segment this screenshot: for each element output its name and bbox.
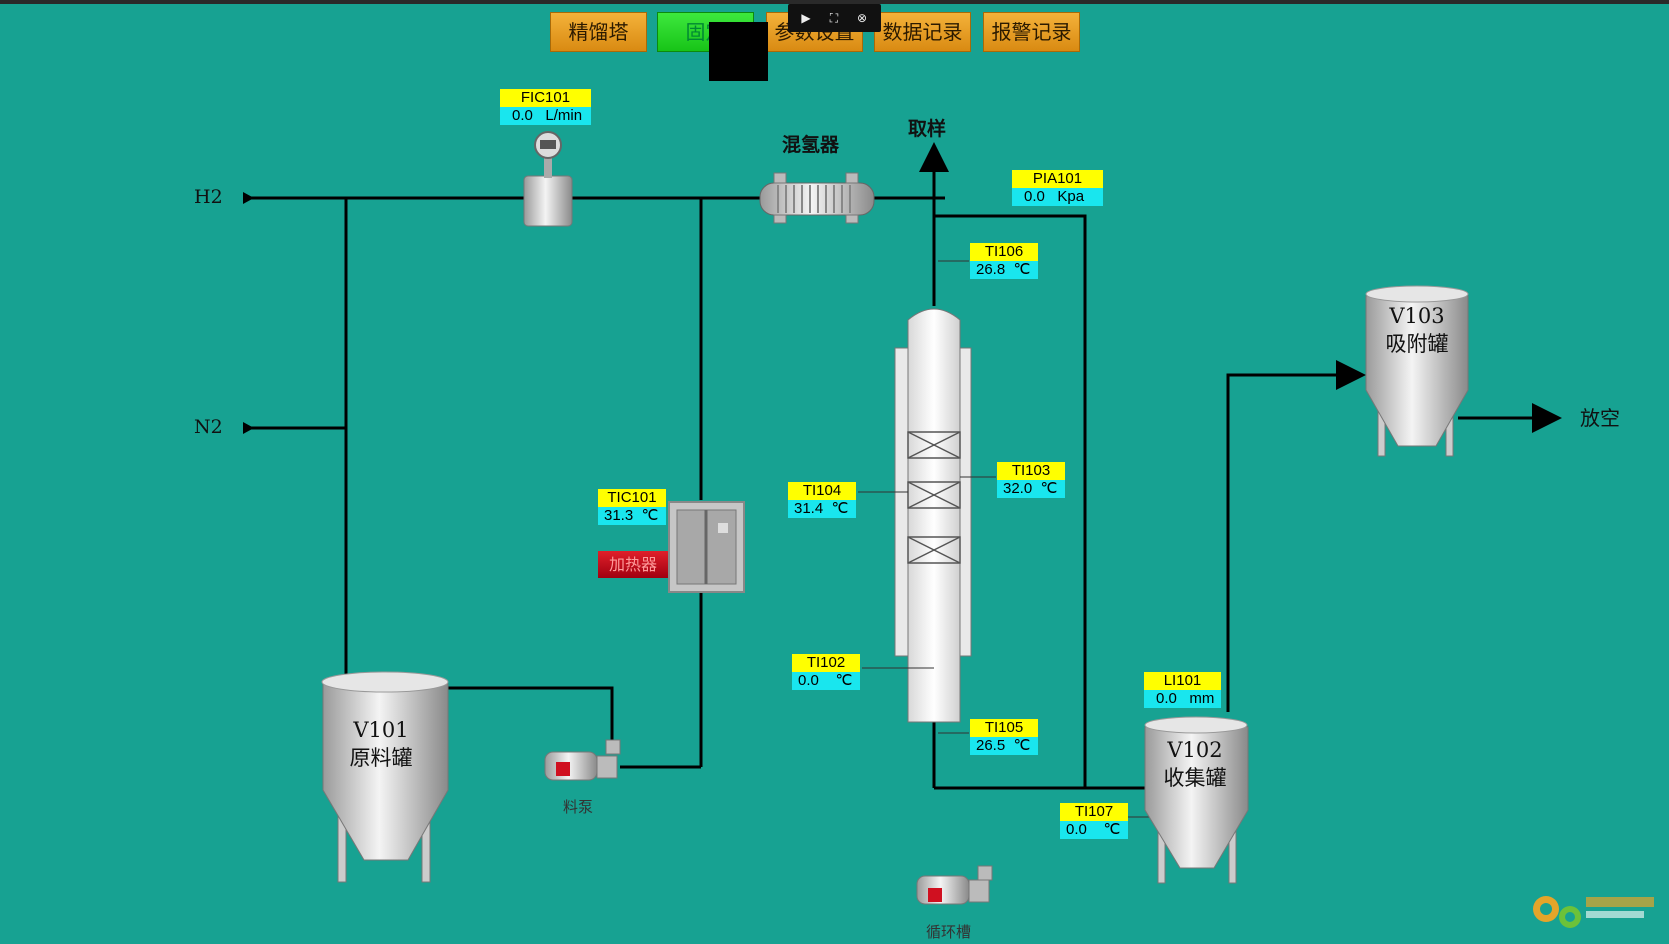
tag-ti106[interactable]: TI106 26.8 ℃ bbox=[970, 243, 1038, 279]
v102-id: V102 bbox=[1167, 738, 1223, 762]
vent-label: 放空 bbox=[1580, 406, 1620, 430]
tag-ti102[interactable]: TI102 0.0 ℃ bbox=[792, 654, 860, 690]
v101-text: V101 原料罐 bbox=[336, 716, 426, 772]
tag-ti104[interactable]: TI104 31.4 ℃ bbox=[788, 482, 856, 518]
top-border bbox=[0, 0, 1669, 4]
heater-furnace bbox=[668, 501, 745, 593]
tank-v103 bbox=[1365, 285, 1469, 457]
tag-name: LI101 bbox=[1144, 672, 1221, 690]
watermark-gear-icon bbox=[1533, 896, 1654, 928]
tag-value: 31.4 ℃ bbox=[788, 500, 856, 518]
redacted-box bbox=[709, 22, 768, 81]
tag-tic101[interactable]: TIC101 31.3 ℃ bbox=[598, 489, 666, 525]
v101-id: V101 bbox=[353, 718, 409, 742]
v103-name: 吸附罐 bbox=[1385, 332, 1449, 356]
tag-value: 0.0 mm bbox=[1144, 690, 1221, 708]
pointer-icon[interactable]: ▶ bbox=[801, 11, 811, 25]
circulation-pump bbox=[916, 865, 993, 905]
tag-li101[interactable]: LI101 0.0 mm bbox=[1144, 672, 1221, 708]
fullscreen-icon[interactable]: ⛶ bbox=[829, 11, 839, 25]
tab-alarm-records[interactable]: 报警记录 bbox=[983, 12, 1080, 52]
tag-name: TI107 bbox=[1060, 803, 1128, 821]
distillation-column bbox=[858, 260, 1178, 818]
inlet-n2-label: N2 bbox=[194, 416, 223, 438]
tag-value: 26.5 ℃ bbox=[970, 737, 1038, 755]
tag-name: FIC101 bbox=[500, 89, 591, 107]
tag-name: TIC101 bbox=[598, 489, 666, 507]
tag-ti103[interactable]: TI103 32.0 ℃ bbox=[997, 462, 1065, 498]
tag-name: TI103 bbox=[997, 462, 1065, 480]
tag-name: TI104 bbox=[788, 482, 856, 500]
v103-text: V103 吸附罐 bbox=[1372, 302, 1462, 358]
v103-id: V103 bbox=[1389, 304, 1445, 328]
v102-text: V102 收集罐 bbox=[1150, 736, 1240, 792]
tag-value: 0.0 ℃ bbox=[1060, 821, 1128, 839]
tag-pia101[interactable]: PIA101 0.0 Kpa bbox=[1012, 170, 1103, 206]
tag-value: 0.0 Kpa bbox=[1012, 188, 1103, 206]
tag-value: 32.0 ℃ bbox=[997, 480, 1065, 498]
tag-name: TI105 bbox=[970, 719, 1038, 737]
tag-ti105[interactable]: TI105 26.5 ℃ bbox=[970, 719, 1038, 755]
tag-name: PIA101 bbox=[1012, 170, 1103, 188]
media-toolbar: ▶ ⛶ ⊗ bbox=[788, 4, 881, 32]
v101-name: 原料罐 bbox=[349, 746, 413, 770]
tag-ti107[interactable]: TI107 0.0 ℃ bbox=[1060, 803, 1128, 839]
inlet-h2-label: H2 bbox=[194, 186, 223, 208]
close-icon[interactable]: ⊗ bbox=[856, 11, 868, 25]
hydrogen-mixer bbox=[759, 172, 875, 224]
flow-meter bbox=[523, 131, 573, 227]
tab-distillation-tower[interactable]: 精馏塔 bbox=[550, 12, 647, 52]
tag-value: 0.0 ℃ bbox=[792, 672, 860, 690]
tag-name: TI106 bbox=[970, 243, 1038, 261]
tank-v101 bbox=[321, 671, 449, 883]
circulation-tank-label: 循环槽 bbox=[926, 923, 972, 941]
v102-name: 收集罐 bbox=[1163, 766, 1227, 790]
mixer-label: 混氢器 bbox=[782, 134, 840, 156]
feed-pump bbox=[544, 739, 621, 781]
sample-label: 取样 bbox=[908, 118, 947, 140]
tag-value: 0.0 L/min bbox=[500, 107, 591, 125]
feed-pump-label: 料泵 bbox=[563, 798, 594, 816]
heater-button[interactable]: 加热器 bbox=[598, 551, 668, 578]
tab-data-records[interactable]: 数据记录 bbox=[874, 12, 971, 52]
tag-value: 31.3 ℃ bbox=[598, 507, 666, 525]
tag-value: 26.8 ℃ bbox=[970, 261, 1038, 279]
tag-fic101[interactable]: FIC101 0.0 L/min bbox=[500, 89, 591, 125]
tank-v102 bbox=[1144, 716, 1249, 884]
tag-name: TI102 bbox=[792, 654, 860, 672]
